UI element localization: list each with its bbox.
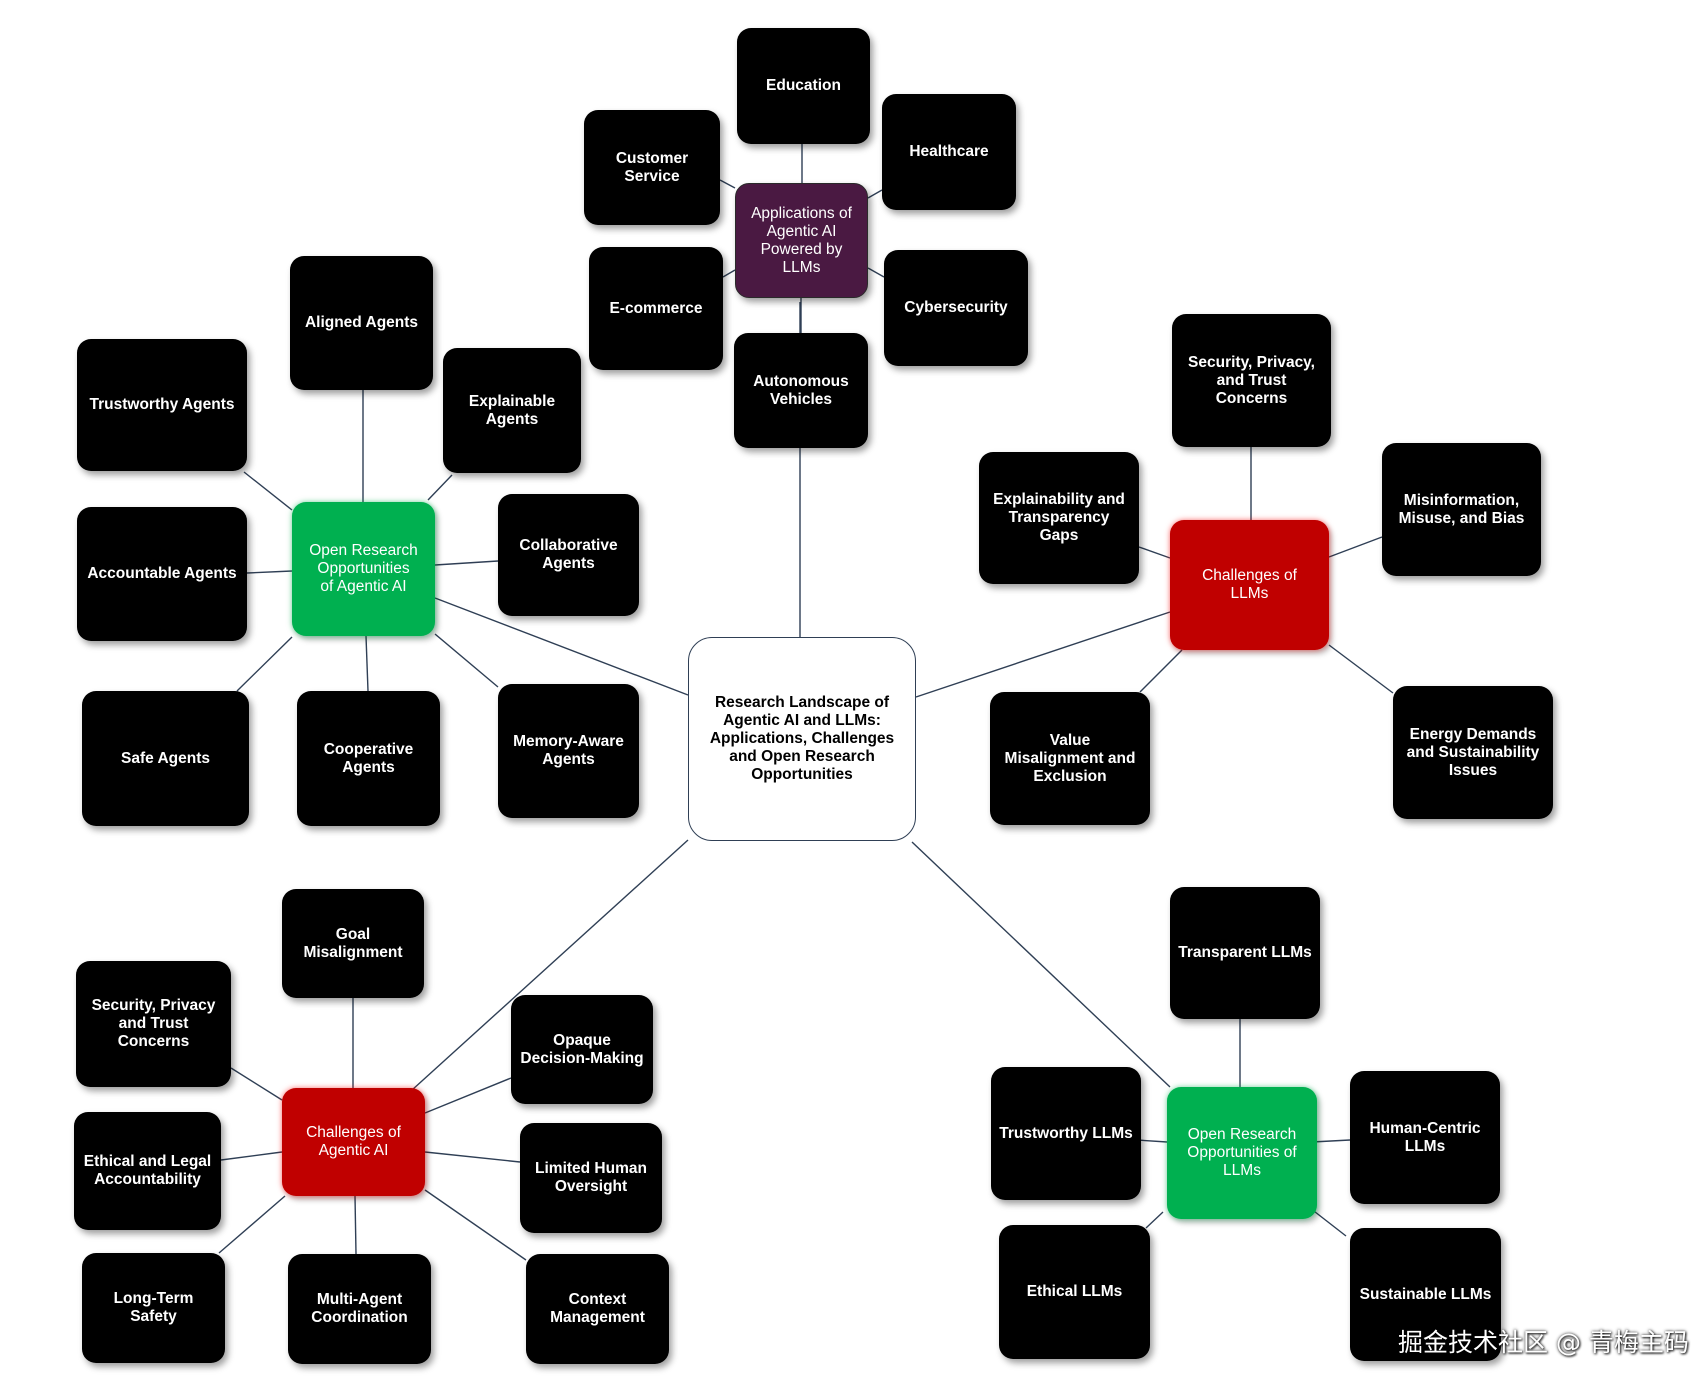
edge-oa-memory: [434, 633, 499, 688]
node-healthcare[interactable]: Healthcare: [882, 94, 1016, 210]
edge-oa-trustworthy: [243, 471, 293, 511]
node-education[interactable]: Education: [737, 28, 870, 144]
edge-cl-value: [1139, 649, 1183, 693]
node-aligned-agents[interactable]: Aligned Agents: [290, 256, 433, 390]
edge-applications-customer-service: [719, 179, 736, 189]
edge-oa-collaborative: [434, 560, 499, 566]
edge-oa-accountable: [246, 570, 293, 574]
edge-ca-security: [230, 1067, 283, 1101]
edge-applications-cybersecurity: [867, 267, 885, 278]
edge-applications-healthcare: [867, 189, 883, 199]
edge-ca-oversight: [424, 1151, 521, 1163]
edge-center-challenges-agentic: [411, 839, 689, 1091]
edge-ca-multiagent: [354, 1195, 357, 1255]
node-autonomous-vehicles[interactable]: Autonomous Vehicles: [734, 333, 868, 448]
node-value-misalignment[interactable]: Value Misalignment and Exclusion: [990, 692, 1150, 825]
node-cybersecurity[interactable]: Cybersecurity: [884, 250, 1028, 366]
hub-open-research-llms[interactable]: Open Research Opportunities of LLMs: [1167, 1087, 1317, 1219]
edge-ca-context: [424, 1189, 527, 1261]
node-energy-sustainability[interactable]: Energy Demands and Sustainability Issues: [1393, 686, 1553, 819]
node-customer-service[interactable]: Customer Service: [584, 110, 720, 225]
edge-ol-trustworthy: [1136, 1139, 1168, 1143]
edge-cl-explainability: [1138, 546, 1171, 559]
node-cooperative-agents[interactable]: Cooperative Agents: [297, 691, 440, 826]
node-memory-aware-agents[interactable]: Memory-Aware Agents: [498, 684, 639, 818]
node-explainable-agents[interactable]: Explainable Agents: [443, 348, 581, 473]
hub-open-research-agentic-ai[interactable]: Open Research Opportunities of Agentic A…: [292, 502, 435, 636]
node-explainability-transparency-gaps[interactable]: Explainability and Transparency Gaps: [979, 452, 1139, 584]
node-collaborative-agents[interactable]: Collaborative Agents: [498, 494, 639, 616]
center-research-landscape[interactable]: Research Landscape of Agentic AI and LLM…: [688, 637, 916, 841]
node-sustainable-llms[interactable]: Sustainable LLMs: [1350, 1228, 1501, 1361]
node-trustworthy-agents[interactable]: Trustworthy Agents: [77, 339, 247, 471]
node-llm-security-privacy-trust[interactable]: Security, Privacy, and Trust Concerns: [1172, 314, 1331, 447]
edge-cl-misinformation: [1328, 536, 1383, 558]
node-ethical-legal-accountability[interactable]: Ethical and Legal Accountability: [74, 1112, 221, 1230]
node-misinformation-misuse-bias[interactable]: Misinformation, Misuse, and Bias: [1382, 443, 1541, 576]
edge-oa-explainable: [427, 474, 453, 501]
node-multi-agent-coordination[interactable]: Multi-Agent Coordination: [288, 1254, 431, 1364]
edge-ol-human: [1311, 1139, 1351, 1143]
node-opaque-decision-making[interactable]: Opaque Decision-Making: [511, 995, 653, 1104]
edge-center-challenges-llms: [915, 611, 1171, 698]
node-human-centric-llms[interactable]: Human-Centric LLMs: [1350, 1071, 1500, 1204]
edge-ca-opaque: [424, 1077, 512, 1114]
node-goal-misalignment[interactable]: Goal Misalignment: [282, 889, 424, 998]
node-safe-agents[interactable]: Safe Agents: [82, 691, 249, 826]
edge-oa-cooperative: [365, 635, 369, 692]
node-ethical-llms[interactable]: Ethical LLMs: [999, 1225, 1150, 1359]
edge-ol-sustainable: [1309, 1207, 1347, 1237]
edge-center-open-agentic: [434, 597, 689, 696]
hub-applications-of-agentic-ai[interactable]: Applications of Agentic AI Powered by LL…: [735, 183, 868, 298]
node-accountable-agents[interactable]: Accountable Agents: [77, 507, 247, 641]
hub-challenges-of-agentic-ai[interactable]: Challenges of Agentic AI: [282, 1088, 425, 1196]
watermark-text: 掘金技术社区 @ 青梅主码: [1398, 1328, 1689, 1357]
edge-ca-ethical: [220, 1151, 283, 1161]
node-agentic-security-privacy-trust[interactable]: Security, Privacy and Trust Concerns: [76, 961, 231, 1087]
node-trustworthy-llms[interactable]: Trustworthy LLMs: [991, 1067, 1141, 1200]
node-long-term-safety[interactable]: Long-Term Safety: [82, 1253, 225, 1363]
edge-ca-longterm: [218, 1195, 286, 1254]
edge-cl-energy: [1328, 644, 1394, 694]
node-transparent-llms[interactable]: Transparent LLMs: [1170, 887, 1320, 1019]
node-context-management[interactable]: Context Management: [526, 1254, 669, 1364]
node-ecommerce[interactable]: E-commerce: [589, 247, 723, 370]
edge-center-open-llms: [911, 841, 1171, 1088]
node-limited-human-oversight[interactable]: Limited Human Oversight: [520, 1123, 662, 1233]
edge-ol-ethical: [1145, 1211, 1164, 1229]
hub-challenges-of-llms[interactable]: Challenges of LLMs: [1170, 520, 1329, 650]
edge-oa-safe: [236, 636, 293, 692]
edge-applications-ecommerce: [722, 269, 736, 278]
